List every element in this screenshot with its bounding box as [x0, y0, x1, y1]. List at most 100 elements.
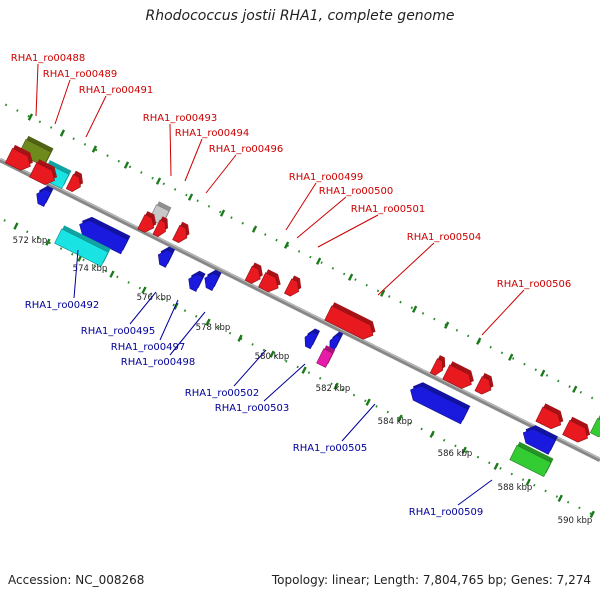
reverse-major-tick	[205, 318, 211, 326]
forward-major-tick	[219, 209, 226, 217]
reverse-gene-label: RHA1_ro00495	[81, 326, 156, 337]
forward-label-leader	[184, 138, 203, 182]
forward-gene-label: RHA1_ro00491	[79, 85, 154, 96]
gene-forward-14-body	[535, 406, 562, 430]
gene-forward-10-body	[324, 305, 374, 340]
gene-forward-10	[324, 302, 376, 340]
reverse-label-leader	[457, 479, 493, 506]
reverse-label-leader	[169, 311, 206, 356]
gene-magenta-body	[316, 348, 334, 368]
forward-major-tick	[379, 289, 386, 297]
gene-forward-2-body	[29, 162, 55, 185]
gene-forward-8	[258, 269, 281, 293]
forward-major-tick	[347, 273, 354, 281]
forward-major-tick	[91, 145, 98, 153]
gene-forward-2	[29, 159, 58, 185]
reverse-gene-label: RHA1_ro00505	[293, 443, 368, 454]
reverse-major-tick	[461, 446, 467, 454]
gene-reverse-9	[522, 425, 558, 455]
tick-label: 590 kbp	[558, 516, 593, 526]
forward-major-tick	[283, 241, 290, 249]
tick-label: 588 kbp	[498, 483, 533, 493]
forward-major-tick	[315, 257, 322, 265]
gene-reverse-6-body	[304, 331, 318, 350]
tick-label: 582 kbp	[316, 384, 351, 394]
forward-major-tick	[508, 353, 514, 361]
reverse-major-tick	[333, 382, 339, 390]
gene-reverse-4	[188, 270, 206, 292]
gene-cyan-reverse	[54, 225, 111, 267]
gene-forward-14	[535, 403, 564, 430]
forward-gene-label: RHA1_ro00501	[351, 204, 426, 215]
gene-reverse-1-body	[36, 188, 52, 207]
reverse-major-tick	[45, 238, 51, 246]
forward-label-leader	[377, 242, 435, 296]
forward-major-tick	[187, 193, 194, 201]
forward-label-leader	[35, 63, 39, 117]
gene-green-reverse	[509, 441, 554, 478]
gene-forward-11	[429, 355, 446, 376]
forward-gene-label: RHA1_ro00494	[175, 128, 250, 139]
tick-label: 578 kbp	[196, 323, 231, 333]
forward-label-leader	[205, 154, 237, 194]
forward-major-tick	[251, 225, 258, 233]
gene-reverse-1	[36, 185, 54, 207]
reverse-gene-label: RHA1_ro00492	[25, 300, 100, 311]
forward-major-tick	[572, 385, 578, 393]
forward-gene-label: RHA1_ro00496	[209, 144, 284, 155]
gene-green-forward-body	[589, 418, 600, 438]
gene-forward-7-body	[244, 265, 261, 284]
gene-green-reverse-body	[509, 444, 552, 478]
tick-label: 586 kbp	[438, 449, 473, 459]
tick-label: 584 kbp	[378, 417, 413, 427]
reverse-gene-label: RHA1_ro00503	[215, 403, 290, 414]
reverse-gene-label: RHA1_ro00498	[121, 357, 196, 368]
forward-gene-label: RHA1_ro00488	[11, 53, 86, 64]
reverse-major-tick	[429, 430, 435, 438]
reverse-major-tick	[269, 350, 275, 358]
gene-forward-13	[474, 373, 494, 395]
reverse-major-tick	[557, 494, 563, 502]
reverse-label-leader	[129, 291, 157, 325]
gene-reverse-8	[410, 382, 471, 425]
gene-forward-6-body	[172, 224, 188, 243]
forward-gene-label: RHA1_ro00500	[319, 186, 394, 197]
gene-reverse-6	[304, 328, 320, 350]
gene-forward-6	[172, 221, 190, 243]
gene-forward-11-body	[429, 358, 444, 376]
forward-major-tick	[27, 113, 34, 121]
reverse-gene-label: RHA1_ro00502	[185, 388, 260, 399]
genome-backbone	[0, 157, 600, 463]
reverse-gene-label: RHA1_ro00497	[111, 342, 186, 353]
gene-cyan-reverse-body	[54, 228, 109, 267]
forward-gene-label: RHA1_ro00493	[143, 113, 218, 124]
forward-label-leader	[481, 289, 525, 336]
forward-gene-label: RHA1_ro00506	[497, 279, 572, 290]
reverse-label-leader	[263, 363, 306, 402]
forward-major-tick	[444, 321, 450, 329]
forward-major-tick	[540, 369, 546, 377]
forward-label-leader	[54, 79, 71, 125]
reverse-major-tick	[301, 366, 307, 374]
gene-forward-3-body	[65, 173, 81, 192]
genome-backbone-highlight	[0, 158, 600, 460]
gene-forward-5-body	[152, 219, 166, 238]
reverse-label-leader	[341, 403, 376, 442]
gene-forward-4	[137, 211, 157, 233]
tick-label: 572 kbp	[13, 236, 48, 246]
map-title: Rhodococcus jostii RHA1, complete genome	[145, 8, 455, 24]
reverse-major-tick	[141, 286, 147, 294]
forward-gene-label: RHA1_ro00489	[43, 69, 118, 80]
tick-label: 576 kbp	[137, 293, 172, 303]
gene-forward-15	[562, 416, 591, 443]
gene-forward-1	[4, 144, 33, 171]
forward-label-leader	[85, 95, 107, 138]
gene-reverse-5-body	[204, 272, 220, 292]
gene-forward-15-body	[562, 419, 588, 443]
reverse-major-tick	[173, 302, 179, 310]
gene-green-forward	[589, 415, 600, 438]
forward-major-tick	[476, 337, 482, 345]
reverse-major-tick	[397, 414, 403, 422]
gene-magenta	[316, 345, 336, 368]
